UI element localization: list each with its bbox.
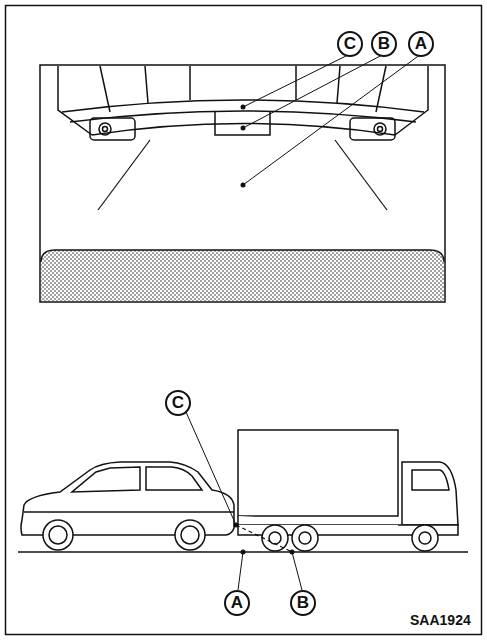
- callout-letter: C: [337, 31, 363, 57]
- leader-lines: [186, 412, 302, 590]
- callout-letter: A: [224, 590, 250, 616]
- truck: [238, 430, 458, 551]
- callout-letter: B: [371, 31, 397, 57]
- sight-line: [236, 525, 292, 552]
- callout-letter: B: [290, 590, 316, 616]
- camera-screen: [40, 65, 445, 302]
- frame: [6, 6, 482, 635]
- figure-code: SAA1924: [410, 612, 471, 628]
- reference-points: [234, 523, 295, 555]
- car: [21, 462, 234, 550]
- callout-letter: C: [165, 390, 191, 416]
- callout-letter: A: [408, 31, 434, 57]
- reference-points: [241, 105, 246, 188]
- leader-lines: [243, 54, 421, 185]
